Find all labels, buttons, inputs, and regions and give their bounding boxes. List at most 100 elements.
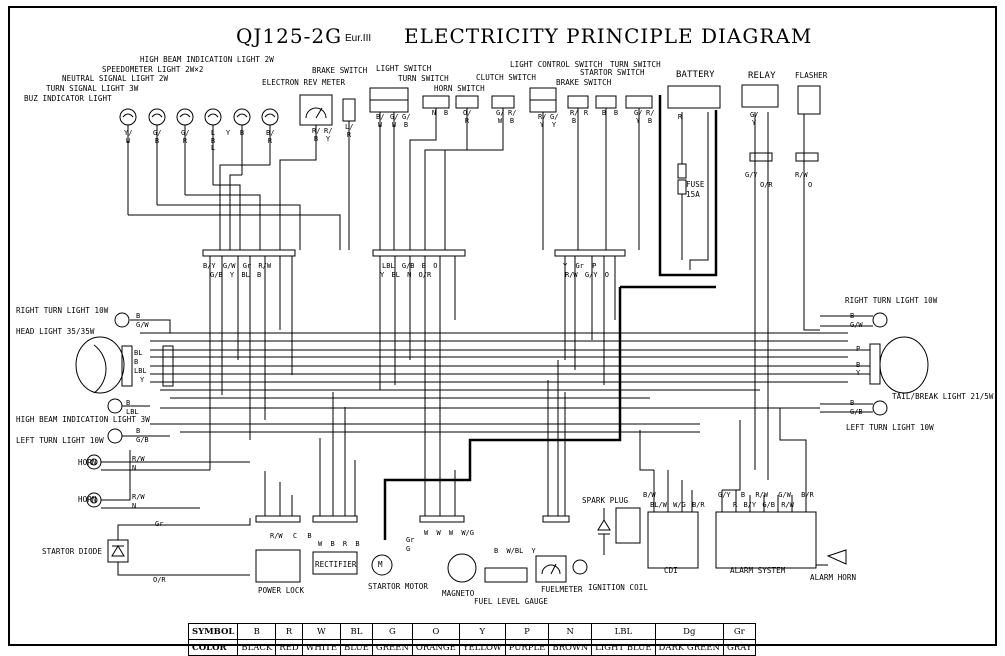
- wire-hl-1: BL: [134, 349, 143, 357]
- edition-label: Eur.III: [345, 33, 372, 44]
- startor-motor-symbol: [371, 554, 393, 576]
- wire-relay-1: G/Y: [745, 171, 758, 179]
- legend-symbol-header: SYMBOL: [187, 623, 239, 640]
- label-horn-2: HORN: [78, 495, 97, 504]
- label-horn-1: HORN: [78, 458, 97, 467]
- ignition-coil-box: [615, 507, 641, 544]
- instrument-lamps: [119, 108, 279, 126]
- startor-switch-box: [595, 95, 617, 109]
- legend-color: BLUE: [340, 639, 373, 656]
- comp-code-8: R/B: [312, 127, 321, 143]
- legend-symbol-row: SYMBOL B R W BL G O Y P N LBL Dg Gr: [187, 623, 756, 640]
- model-title: QJ125-2G: [236, 24, 343, 48]
- comp-code-16: O/R: [463, 109, 472, 125]
- label-right-turn-left: RIGHT TURN LIGHT 10W: [16, 306, 109, 315]
- magneto-symbol: [447, 553, 477, 583]
- wire-codes-conn2-top: LBL G/B B O: [382, 262, 438, 270]
- wire-diode-or: O/R: [153, 576, 166, 584]
- right-turn-lamp-right: [872, 312, 888, 328]
- wire-hl-4: Y: [140, 376, 145, 384]
- comp-code-13: G/B: [402, 113, 411, 129]
- battery-box: [667, 85, 721, 109]
- connector-block-3: [554, 249, 626, 257]
- alarm-system-box: [715, 511, 817, 569]
- wire-codes-conn1-top: B/Y G/W Gr R/W: [203, 262, 272, 270]
- comp-code-24: B: [613, 109, 619, 117]
- legend-color: DARK GREEN: [654, 639, 724, 656]
- right-turn-lamp-left: [114, 312, 130, 328]
- wire-codes-alarm-top: G/Y B R/W G/W B/R: [718, 491, 814, 499]
- legend-symbol: N: [548, 623, 593, 640]
- legend-color: WHITE: [301, 639, 342, 656]
- legend-symbol: W: [301, 623, 342, 640]
- wire-hl-3: LBL: [134, 367, 147, 375]
- tail-light-bulb: [879, 336, 929, 394]
- wire-flasher: R/W: [795, 171, 808, 179]
- legend-color: LIGHT BLUE: [591, 639, 656, 656]
- comp-code-27: R: [677, 113, 683, 121]
- rev-meter-symbol: [299, 94, 333, 126]
- label-fuse-rating: 15A: [686, 190, 700, 199]
- wire-codes-fuel: B W/BL Y: [494, 547, 536, 555]
- label-head-light: HEAD LIGHT 35/35W: [16, 327, 95, 336]
- label-left-turn-left: LEFT TURN LIGHT 10W: [16, 436, 104, 445]
- wire-codes-alarm-bottom: R B/Y G/B R/W: [733, 501, 794, 509]
- wire-codes-conn3-bottom: R/W G/Y O: [565, 271, 609, 279]
- legend-color: PURPLE: [504, 639, 550, 656]
- label-fuse: FUSE: [686, 180, 705, 189]
- comp-code-4: LBL: [210, 129, 216, 152]
- legend-symbol: Y: [458, 623, 506, 640]
- relay-box: [741, 84, 779, 108]
- alarm-horn-symbol: [826, 549, 847, 565]
- comp-code-5: Y: [225, 129, 231, 137]
- comp-code-19: R/Y: [538, 113, 547, 129]
- horn-switch-box: [455, 95, 479, 109]
- comp-code-14: N: [431, 109, 437, 117]
- left-turn-lamp-left: [107, 428, 123, 444]
- label-brake-switch-right: BRAKE SWITCH: [556, 78, 612, 87]
- wire-startor-1: Gr: [406, 536, 415, 544]
- label-turn-switch-right: TURN SWITCH: [610, 60, 661, 69]
- wire-hl-2: B: [134, 358, 139, 366]
- label-fuel-level: FUEL LEVEL GAUGE: [474, 597, 548, 606]
- wire-ltr-2: G/B: [850, 408, 863, 416]
- power-lock-box: [255, 549, 301, 583]
- flasher-box: [797, 85, 821, 115]
- label-turn-signal: TURN SIGNAL LIGHT 3W: [46, 84, 139, 93]
- label-buz-indicator: BUZ INDICATOR LIGHT: [24, 94, 112, 103]
- label-cdi: CDI: [664, 566, 678, 575]
- hb-indicator-lamp: [107, 398, 123, 414]
- label-clutch-switch: CLUTCH SWITCH: [476, 73, 536, 82]
- comp-code-21: R/B: [570, 109, 579, 125]
- connector-block-1: [202, 249, 296, 257]
- label-left-turn-right: LEFT TURN LIGHT 10W: [846, 423, 934, 432]
- wire-startor-2: G: [406, 545, 411, 553]
- comp-code-10: L/R: [345, 123, 354, 139]
- clutch-switch-box: [491, 95, 515, 109]
- comp-code-12: G/W: [390, 113, 399, 129]
- legend-symbol: O: [411, 623, 460, 640]
- wire-horn1-1: R/W: [132, 455, 145, 463]
- legend-symbol: R: [275, 623, 303, 640]
- wire-ltl-2: G/B: [136, 436, 149, 444]
- comp-code-7: B/R: [266, 129, 275, 145]
- comp-code-1: Y/W: [124, 129, 133, 145]
- legend-symbol: Gr: [722, 623, 756, 640]
- brake-switch-right-box: [567, 95, 589, 109]
- legend-symbol: P: [504, 623, 550, 640]
- label-right-turn-right: RIGHT TURN LIGHT 10W: [845, 296, 938, 305]
- label-fuelmeter: FUELMETER: [541, 585, 583, 594]
- legend-symbol: LBL: [591, 623, 656, 640]
- label-startor-diode: STARTOR DIODE: [42, 547, 102, 556]
- label-relay: RELAY: [748, 71, 776, 81]
- rectifier-box: [312, 551, 358, 575]
- comp-code-6: B: [239, 129, 245, 137]
- fuelmeter-lamp: [572, 559, 588, 575]
- legend-color: BLACK: [237, 639, 277, 656]
- label-rev-meter: ELECTRON REV METER: [262, 78, 346, 87]
- label-startor-motor: STARTOR MOTOR: [368, 582, 428, 591]
- wire-ltl-1: B: [136, 427, 141, 435]
- label-ignition-coil: IGNITION COIL: [588, 583, 648, 592]
- comp-code-17: G/W: [496, 109, 505, 125]
